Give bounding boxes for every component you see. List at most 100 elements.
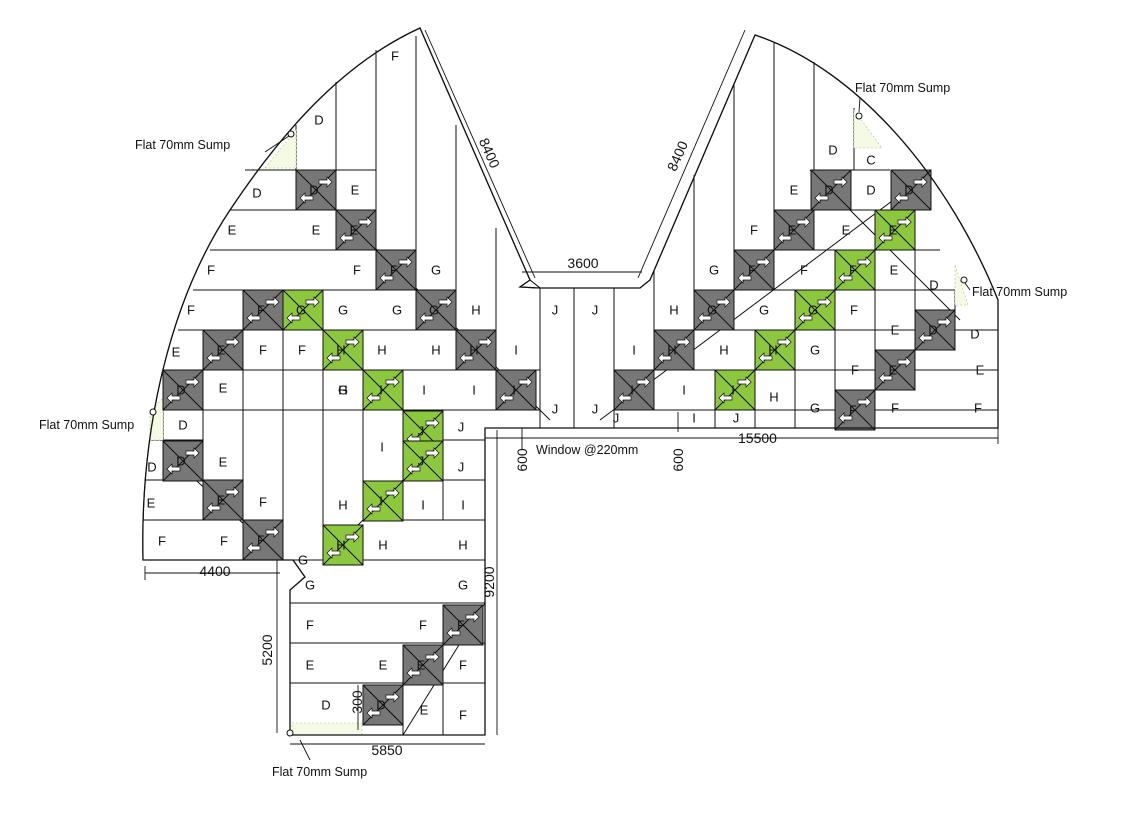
dim-sump-offset: 300 (349, 690, 365, 714)
board-label: G (392, 303, 402, 318)
board-label: E (891, 323, 900, 338)
fall-arrow-icon (894, 192, 909, 204)
highlight-tile (754, 329, 796, 371)
highlight-tile (834, 249, 876, 291)
fall-arrow-icon (838, 272, 853, 284)
fall-arrow-icon (206, 352, 221, 364)
fall-arrow-icon (857, 256, 872, 268)
board-label: I (682, 383, 686, 398)
board-label: E (379, 658, 388, 673)
board-label: H (471, 303, 480, 318)
board-label: J (552, 402, 559, 417)
board-label: E (351, 183, 360, 198)
crossfall-tile (402, 644, 444, 686)
board-label: F (298, 343, 306, 358)
dim-notch-width: 3600 (567, 255, 598, 271)
fall-arrow-icon (518, 376, 533, 388)
highlight-tile (714, 369, 756, 411)
fall-arrow-icon (286, 312, 301, 324)
board-label: F (459, 708, 467, 723)
dim-window-height-right: 600 (670, 448, 686, 472)
board-label: C (866, 153, 875, 168)
board-label: E (976, 363, 985, 378)
board-label: G (431, 263, 441, 278)
crossfall-tile (773, 209, 815, 251)
crossfall-tile-label: E (417, 658, 426, 673)
fall-arrow-icon (385, 691, 400, 703)
fall-arrow-icon (326, 547, 341, 559)
fall-arrow-icon (358, 216, 373, 228)
board-label: E (219, 381, 228, 396)
board-label: H (431, 343, 440, 358)
board-label: J (613, 411, 620, 426)
crossfall-tile-label: G (707, 303, 717, 318)
crossfall-tile-label: D (176, 383, 185, 398)
crossfall-tile (202, 329, 244, 371)
fall-arrow-icon (305, 296, 320, 308)
fall-arrow-icon (299, 192, 314, 204)
roof-outline (142, 27, 999, 736)
sump-area-left-upper (264, 129, 297, 169)
fall-arrow-icon (225, 336, 240, 348)
crossfall-tile-label: F (257, 303, 265, 318)
board-label: H (338, 498, 347, 513)
fall-arrow-icon (166, 392, 181, 404)
fall-arrow-icon (657, 352, 672, 364)
crossfall-tile-label: D (928, 323, 937, 338)
fall-arrow-icon (857, 396, 872, 408)
crossfall-tile (874, 349, 916, 391)
crossfall-tile (295, 169, 337, 211)
fall-arrow-icon (438, 296, 453, 308)
board-label: J (458, 420, 465, 435)
crossfall-tile-label: F (748, 263, 756, 278)
highlight-tile-label: H (336, 538, 345, 553)
board-label: G (298, 553, 308, 568)
fall-arrow-icon (206, 502, 221, 514)
sump-area-right-middle (954, 264, 969, 306)
highlight-tile-label: I (379, 383, 383, 398)
sump-callouts: Flat 70mm Sump Flat 70mm Sump Flat 70mm … (39, 81, 1067, 779)
dim-bottom-width: 5850 (371, 742, 402, 758)
sump-label-bottom: Flat 70mm Sump (272, 765, 367, 779)
crossfall-tile (442, 604, 484, 646)
fall-arrow-icon (796, 216, 811, 228)
fall-arrow-icon (465, 611, 480, 623)
crossfall-tile-label: D (904, 183, 913, 198)
crossfall-tile (362, 684, 404, 726)
fall-arrow-icon (878, 232, 893, 244)
dim-right-wing-diagonal: 8400 (664, 138, 691, 173)
crossfall-tile-label: I (512, 383, 516, 398)
board-label: F (306, 618, 314, 633)
board-label: D (321, 698, 330, 713)
board-label: E (842, 223, 851, 238)
board-label: F (353, 263, 361, 278)
highlight-tile (874, 209, 916, 251)
crossfall-tile (613, 369, 655, 411)
board-label: E (312, 223, 321, 238)
crossfall-tile-label: H (469, 343, 478, 358)
fall-arrow-icon (617, 392, 632, 404)
board-label: F (459, 658, 467, 673)
crossfall-tile (162, 440, 204, 482)
board-label: J (592, 303, 599, 318)
board-label: I (461, 498, 465, 513)
highlight-tile-label: G (296, 303, 306, 318)
fall-arrow-icon (499, 392, 514, 404)
board-label: E (147, 496, 156, 511)
fall-arrow-icon (425, 651, 440, 663)
crossfall-tile-label: H (667, 343, 676, 358)
fall-arrow-icon (758, 352, 773, 364)
crossfall-tile (495, 369, 537, 411)
crossfall-tile (335, 209, 377, 251)
board-label: D (929, 278, 938, 293)
crossfall-tile-label: D (176, 454, 185, 469)
fall-arrow-icon (385, 376, 400, 388)
fall-arrow-icon (339, 232, 354, 244)
crossfall-tile-label: F (457, 618, 465, 633)
crossfall-tile-label: D (376, 698, 385, 713)
fall-arrow-icon (718, 392, 733, 404)
board-label: F (419, 618, 427, 633)
fall-arrow-icon (838, 412, 853, 424)
